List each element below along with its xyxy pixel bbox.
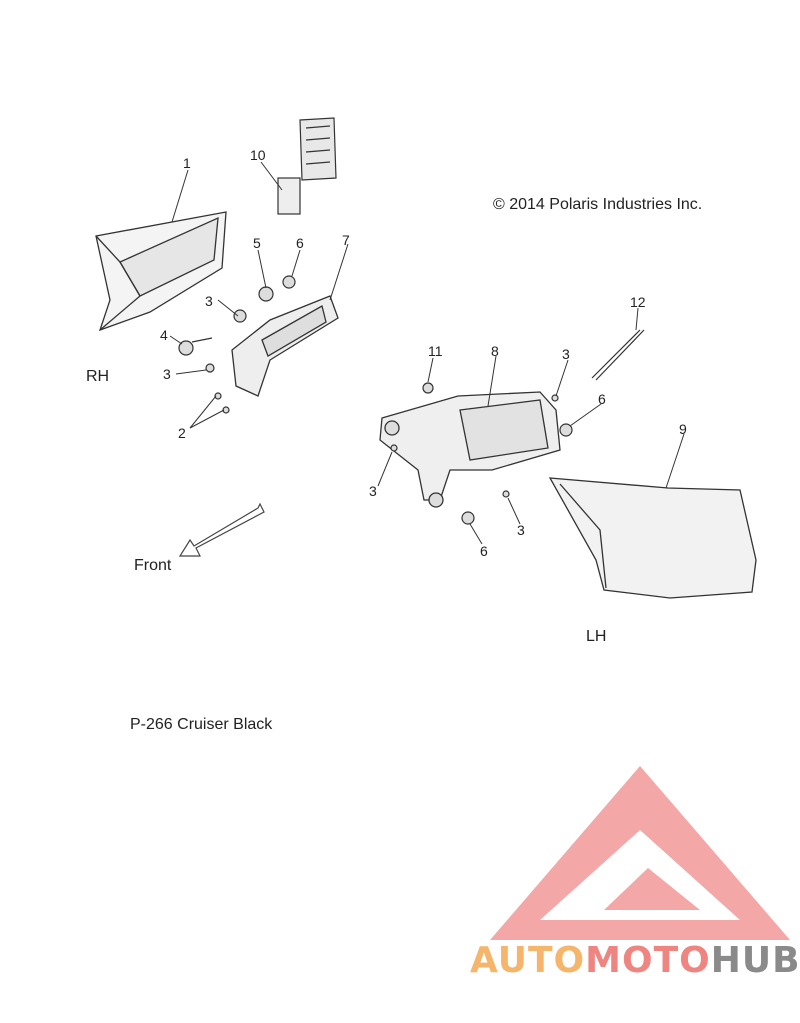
callout-3: 3 [517,522,525,538]
nut-parts [233,275,296,323]
lh-label: LH [586,628,607,645]
callout-1: 1 [183,155,191,171]
callout-3: 3 [163,366,171,382]
callout-9: 9 [679,421,687,437]
callout-4: 4 [160,327,168,343]
bolt-part [178,337,213,356]
callout-12: 12 [630,294,646,310]
callout-3: 3 [562,346,570,362]
rh-label: RH [86,368,110,385]
callout-10: 10 [250,147,266,163]
rh-side-cover [95,211,227,332]
rh-mount-bracket [231,295,339,397]
front-label: Front [134,557,172,574]
callout-5: 5 [253,235,261,251]
copyright-text: © 2014 Polaris Industries Inc. [493,196,703,213]
callout-3: 3 [205,293,213,309]
callout-6: 6 [296,235,304,251]
watermark-text: AUTOMOTOHUB [470,940,800,981]
mount-bracket [277,117,337,215]
front-arrow [178,502,265,557]
screw-parts [205,363,230,414]
watermark-part-3: HUB [710,940,800,981]
page-reference: P-266 Cruiser Black [130,716,273,733]
callout-2: 2 [178,425,186,441]
tie-strap [591,329,645,381]
callout-7: 7 [342,232,350,248]
lh-fasteners [390,382,573,525]
callout-8: 8 [491,343,499,359]
callout-6: 6 [598,391,606,407]
callout-3: 3 [369,483,377,499]
watermark-part-1: AUTO [470,940,586,981]
leader-lines [169,161,685,545]
lh-mount-bracket [379,391,561,508]
lh-side-cover [548,477,757,599]
callout-11: 11 [428,343,443,359]
callout-6: 6 [480,543,488,559]
watermark-logo [490,766,790,940]
watermark-part-2: MOTO [585,940,711,981]
